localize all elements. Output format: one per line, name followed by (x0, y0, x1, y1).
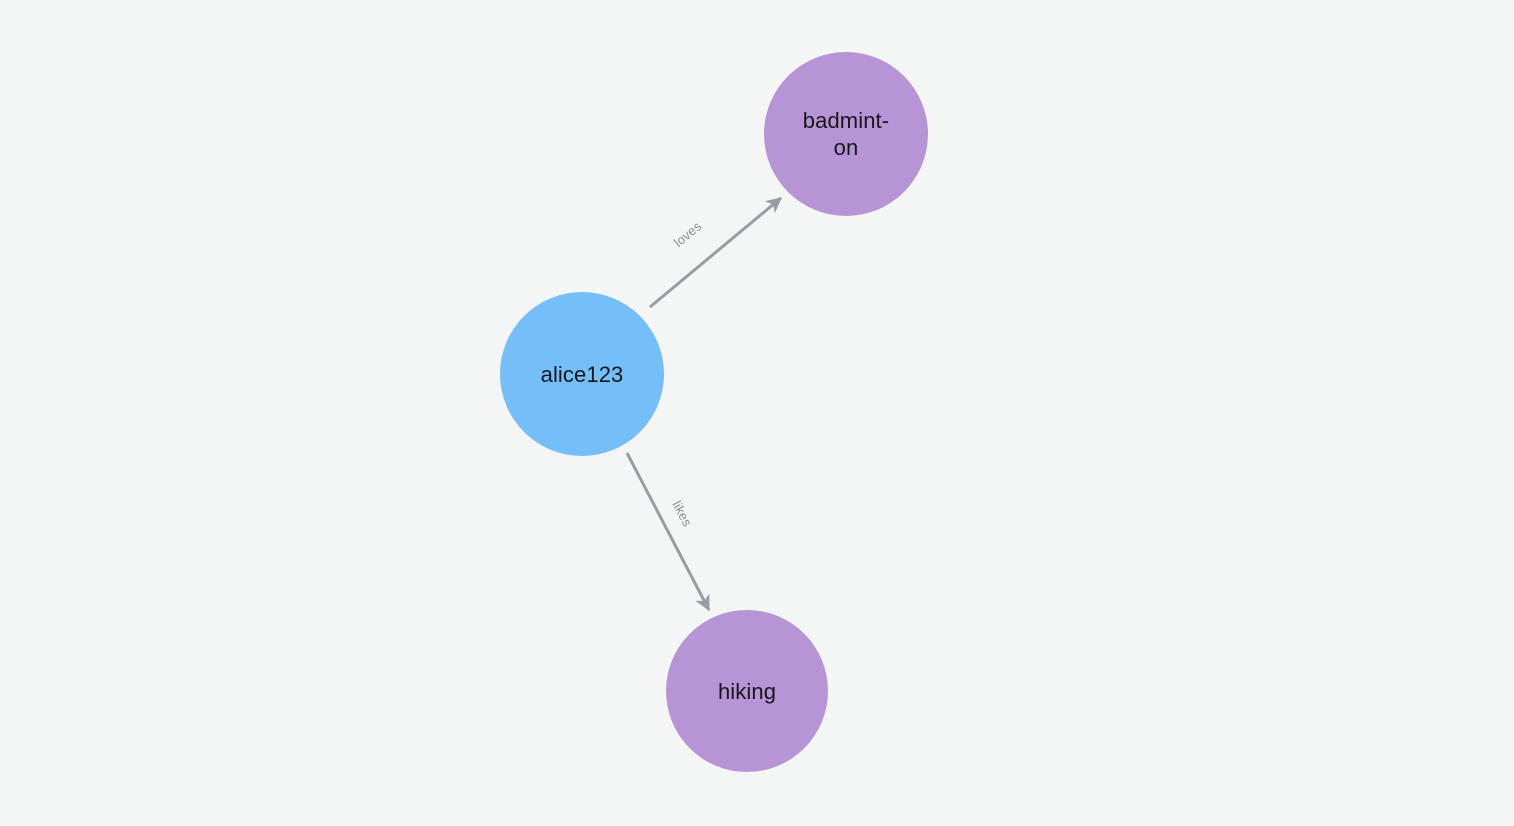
graph-node-label-alice123: alice123 (540, 361, 624, 387)
edge-alice123-loves-badminton[interactable] (649, 196, 782, 309)
graph-node-label-hiking: hiking (717, 678, 777, 704)
graph-node-badminton[interactable]: badmint- on (764, 52, 928, 216)
edge-alice123-likes-hiking[interactable] (625, 452, 711, 612)
graph-node-alice123[interactable]: alice123 (500, 292, 664, 456)
graph-node-label-badminton: badmint- on (802, 108, 890, 160)
graph-node-hiking[interactable]: hiking (666, 610, 828, 772)
